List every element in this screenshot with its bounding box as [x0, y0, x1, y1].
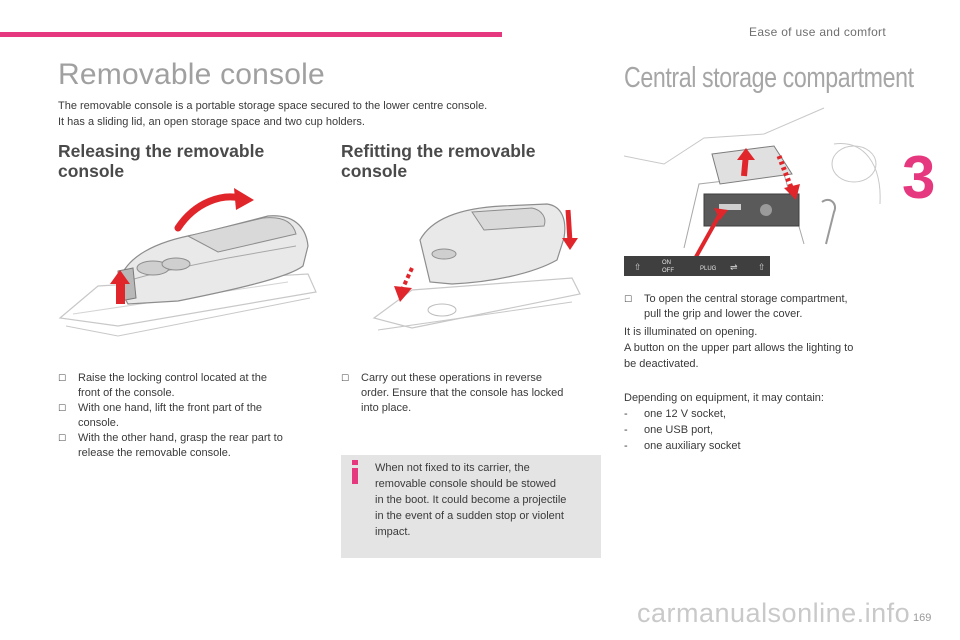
- releasing-console-illustration: [58, 188, 317, 337]
- info-note-box: [341, 455, 601, 558]
- list-item: -one USB port,: [624, 424, 714, 436]
- header-accent-bar: [0, 32, 502, 37]
- releasing-steps: ☐ Raise the locking control located at t…: [58, 371, 318, 461]
- section-title: Ease of use and comfort: [749, 25, 886, 39]
- page-number: 169: [913, 612, 932, 624]
- list-item: ☐ To open the central storage compartmen…: [624, 293, 848, 320]
- central-storage-title: Central storage compartment: [624, 62, 914, 94]
- central-storage-steps: ☐ To open the central storage compartmen…: [624, 292, 886, 322]
- list-item: -one auxiliary socket: [624, 440, 741, 452]
- switch-label-plug: PLUG: [700, 266, 717, 272]
- watermark: carmanualsonline.info: [637, 598, 911, 628]
- intro-line: The removable console is a portable stor…: [58, 100, 488, 112]
- intro-line: It has a sliding lid, an open storage sp…: [58, 116, 365, 128]
- chapter-number: 3: [902, 144, 936, 211]
- refitting-heading: Refitting the removable console: [341, 141, 535, 181]
- svg-text:⇧: ⇧: [634, 263, 642, 273]
- svg-text:⇧: ⇧: [758, 263, 766, 273]
- bullet-marker-icon: ☐: [341, 373, 350, 383]
- heading-line: console: [341, 161, 408, 181]
- refitting-console-illustration: [372, 203, 581, 331]
- releasing-heading: Releasing the removable console: [58, 141, 264, 181]
- lighting-paragraph: It is illuminated on opening. A button o…: [624, 326, 854, 370]
- switch-label-off: OFF: [662, 268, 674, 274]
- bullet-marker-icon: ☐: [58, 373, 67, 383]
- bullet-marker-icon: ☐: [58, 433, 67, 443]
- refitting-steps: ☐ Carry out these operations in reverse …: [341, 371, 601, 416]
- info-icon: [352, 460, 358, 484]
- page-title: Removable console: [58, 58, 325, 91]
- equipment-paragraph: Depending on equipment, it may contain: …: [624, 390, 894, 454]
- list-item: -one 12 V socket,: [624, 408, 726, 420]
- bullet-marker-icon: ☐: [624, 294, 633, 304]
- info-note-text: When not fixed to its carrier, the remov…: [375, 462, 567, 538]
- central-storage-illustration: ⇧ ON OFF PLUG ⇌ ⇧: [624, 104, 884, 276]
- list-item: ☐ Carry out these operations in reverse …: [341, 372, 564, 414]
- heading-line: Refitting the removable: [341, 141, 536, 161]
- list-item: ☐ With one hand, lift the front part of …: [58, 402, 263, 429]
- heading-line: console: [58, 161, 125, 181]
- switch-label-on: ON: [662, 260, 671, 266]
- lighting-switch-panel: [624, 256, 770, 276]
- intro-paragraph: The removable console is a portable stor…: [58, 98, 578, 130]
- list-item: ☐ With the other hand, grasp the rear pa…: [58, 432, 283, 459]
- list-item: ☐ Raise the locking control located at t…: [58, 372, 267, 399]
- usb-icon: ⇌: [730, 263, 738, 273]
- bullet-marker-icon: ☐: [58, 403, 67, 413]
- heading-line: Releasing the removable: [58, 141, 265, 161]
